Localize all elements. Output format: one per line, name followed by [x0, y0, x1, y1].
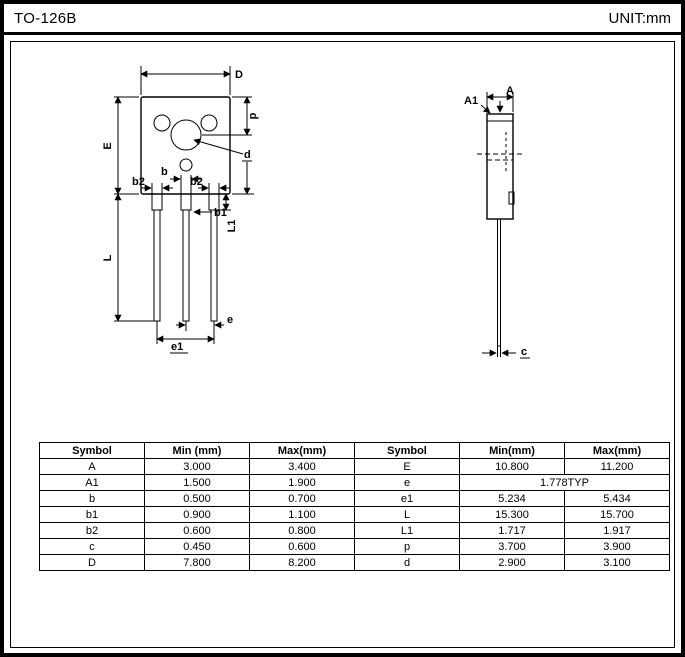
table-header-cell: Symbol [39, 442, 145, 459]
dim-label-b2-right: b2 [190, 176, 203, 188]
table-cell: 0.600 [144, 522, 250, 539]
table-cell: b [39, 490, 145, 507]
table-cell: L1 [354, 522, 460, 539]
table-cell: A1 [39, 474, 145, 491]
table-row: D 7.800 8.200 d 2.900 3.100 [39, 554, 670, 571]
table-cell: b2 [39, 522, 145, 539]
table-cell: 1.900 [249, 474, 355, 491]
package-body-front [140, 96, 231, 195]
dim-label-L1: L1 [226, 220, 238, 233]
table-cell: 8.200 [249, 554, 355, 571]
unit-label: UNIT:mm [608, 9, 672, 27]
hole-left [153, 114, 171, 132]
lead1-root [151, 193, 163, 211]
hole-right [200, 114, 218, 132]
table-row: b 0.500 0.700 e1 5.234 5.434 [39, 490, 670, 507]
table-cell: b1 [39, 506, 145, 523]
table-cell: c [39, 538, 145, 555]
table-cell: 15.700 [564, 506, 670, 523]
table-cell: 0.500 [144, 490, 250, 507]
table-cell: 1.500 [144, 474, 250, 491]
dim-label-p: p [247, 112, 259, 119]
table-cell: 3.100 [564, 554, 670, 571]
table-header-row: Symbol Min (mm) Max(mm) Symbol Min(mm) M… [39, 442, 670, 459]
table-row: b1 0.900 1.100 L 15.300 15.700 [39, 506, 670, 523]
dim-label-D: D [235, 69, 243, 81]
table-cell-spanned: 1.778TYP [459, 474, 670, 491]
table-cell: 3.400 [249, 458, 355, 475]
hole-lower [179, 158, 193, 172]
dim-label-b1: b1 [214, 207, 227, 219]
dim-label-b2-left: b2 [132, 176, 145, 188]
table-header-cell: Min(mm) [459, 442, 565, 459]
table-cell: 0.900 [144, 506, 250, 523]
table-cell: 1.717 [459, 522, 565, 539]
table-header-cell: Max(mm) [249, 442, 355, 459]
table-cell: 2.900 [459, 554, 565, 571]
table-cell: 0.700 [249, 490, 355, 507]
lead2 [182, 209, 190, 322]
dimension-table: Symbol Min (mm) Max(mm) Symbol Min(mm) M… [39, 442, 670, 571]
drawing-frame: D E L p d b2 b b2 b1 L1 e e1 [10, 41, 675, 648]
table-cell: D [39, 554, 145, 571]
table-row: c 0.450 0.600 p 3.700 3.900 [39, 538, 670, 555]
dim-label-e: e [227, 314, 233, 326]
table-cell: 0.450 [144, 538, 250, 555]
table-cell: 0.800 [249, 522, 355, 539]
table-header-cell: Symbol [354, 442, 460, 459]
table-row: b2 0.600 0.800 L1 1.717 1.917 [39, 522, 670, 539]
table-cell: 7.800 [144, 554, 250, 571]
table-cell: 3.000 [144, 458, 250, 475]
table-cell: e1 [354, 490, 460, 507]
dim-label-E: E [102, 142, 114, 149]
page-title: TO-126B [14, 9, 77, 27]
dim-label-A1: A1 [464, 95, 478, 107]
mounting-hole [170, 119, 202, 151]
lead3 [210, 209, 218, 322]
dim-label-A: A [506, 85, 514, 97]
side-lead [497, 218, 501, 347]
side-view [477, 92, 530, 359]
table-cell: 3.900 [564, 538, 670, 555]
title-bar: TO-126B UNIT:mm [4, 4, 681, 35]
table-header-cell: Min (mm) [144, 442, 250, 459]
table-cell: e [354, 474, 460, 491]
lead2-root [180, 193, 192, 211]
table-cell: 1.917 [564, 522, 670, 539]
table-cell: L [354, 506, 460, 523]
table-cell: 15.300 [459, 506, 565, 523]
table-row: A 3.000 3.400 E 10.800 11.200 [39, 458, 670, 475]
table-cell: 10.800 [459, 458, 565, 475]
dim-label-L: L [102, 254, 114, 261]
side-notch [508, 191, 515, 205]
table-cell: E [354, 458, 460, 475]
table-cell: 0.600 [249, 538, 355, 555]
table-cell: 3.700 [459, 538, 565, 555]
dim-label-b: b [161, 166, 168, 178]
table-cell: 1.100 [249, 506, 355, 523]
table-cell: 5.234 [459, 490, 565, 507]
dim-label-d: d [244, 149, 251, 161]
table-cell: p [354, 538, 460, 555]
package-outline-drawing: D E L p d b2 b b2 b1 L1 e e1 [102, 66, 530, 359]
table-header-cell: Max(mm) [564, 442, 670, 459]
lead1 [153, 209, 161, 322]
table-cell: 11.200 [564, 458, 670, 475]
table-row: A1 1.500 1.900 e 1.778TYP [39, 474, 670, 491]
table-cell: A [39, 458, 145, 475]
table-cell: d [354, 554, 460, 571]
dim-label-e1: e1 [171, 341, 183, 353]
front-view [114, 66, 254, 354]
dim-label-c: c [521, 346, 527, 358]
table-cell: 5.434 [564, 490, 670, 507]
